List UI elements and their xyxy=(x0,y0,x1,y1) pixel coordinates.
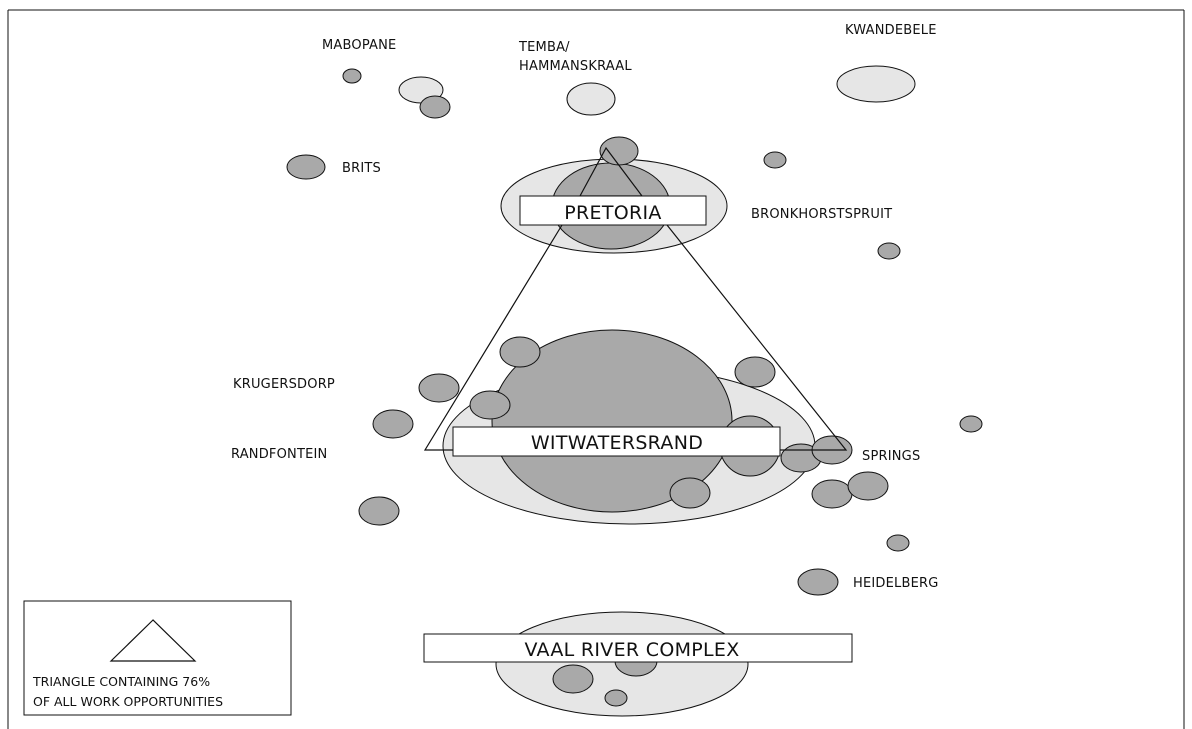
temba-node xyxy=(566,82,616,116)
brits-node xyxy=(286,154,326,180)
east-small-node xyxy=(763,151,787,169)
legend: TRIANGLE CONTAINING 76% OF ALL WORK OPPO… xyxy=(23,600,292,716)
vaal-node-b xyxy=(552,664,594,694)
witwatersrand-nw-node xyxy=(499,336,541,368)
temba-label-line1: TEMBA/ xyxy=(518,40,570,55)
legend-triangle-icon xyxy=(109,619,197,662)
southwest-node xyxy=(358,496,400,526)
mabopane-node-dark xyxy=(419,95,451,119)
krugersdorp-label: KRUGERSDORP xyxy=(233,377,335,392)
randfontein-label: RANDFONTEIN xyxy=(231,447,327,462)
frame xyxy=(7,9,1185,729)
witwatersrand-ne-node xyxy=(734,356,776,388)
mabopane-label: MABOPANE xyxy=(322,38,396,53)
brits-label: BRITS xyxy=(342,161,381,176)
witwatersrand-west-node xyxy=(469,390,511,420)
legend-line-1: TRIANGLE CONTAINING 76% xyxy=(32,674,210,689)
vaal-node-c xyxy=(604,689,628,707)
vaal-region xyxy=(495,611,749,717)
springs-south-node-a xyxy=(811,479,853,509)
heidelberg-label: HEIDELBERG xyxy=(853,576,939,591)
southeast-small-node xyxy=(886,534,910,552)
krugersdorp-node xyxy=(418,373,460,403)
witwatersrand-label-box xyxy=(452,426,781,457)
kwandebele-label: KWANDEBELE xyxy=(845,23,937,38)
bronkhorstspruit-label: BRONKHORSTSPRUIT xyxy=(751,207,892,222)
witwatersrand-label: WITWATERSRAND xyxy=(531,432,703,454)
far-east-node xyxy=(959,415,983,433)
randfontein-node xyxy=(372,409,414,439)
pretoria-region xyxy=(500,136,728,254)
kwandebele-node xyxy=(836,65,916,103)
pretoria-north-node xyxy=(599,136,639,166)
pretoria-label-box xyxy=(519,195,707,226)
mabopane-small-node xyxy=(342,68,362,84)
legend-box xyxy=(23,600,292,716)
pretoria-label: PRETORIA xyxy=(564,202,661,224)
witwatersrand-core xyxy=(491,329,733,513)
bronkhorstspruit-node xyxy=(877,242,901,260)
legend-line-2: OF ALL WORK OPPORTUNITIES xyxy=(33,694,223,709)
vaal-label-box xyxy=(423,633,853,663)
vaal-label: VAAL RIVER COMPLEX xyxy=(524,639,739,661)
heidelberg-node xyxy=(797,568,839,596)
witwatersrand-south-node xyxy=(669,477,711,509)
springs-label: SPRINGS xyxy=(862,449,920,464)
temba-label-line2: HAMMANSKRAAL xyxy=(519,59,632,74)
springs-south-node-b xyxy=(847,471,889,501)
